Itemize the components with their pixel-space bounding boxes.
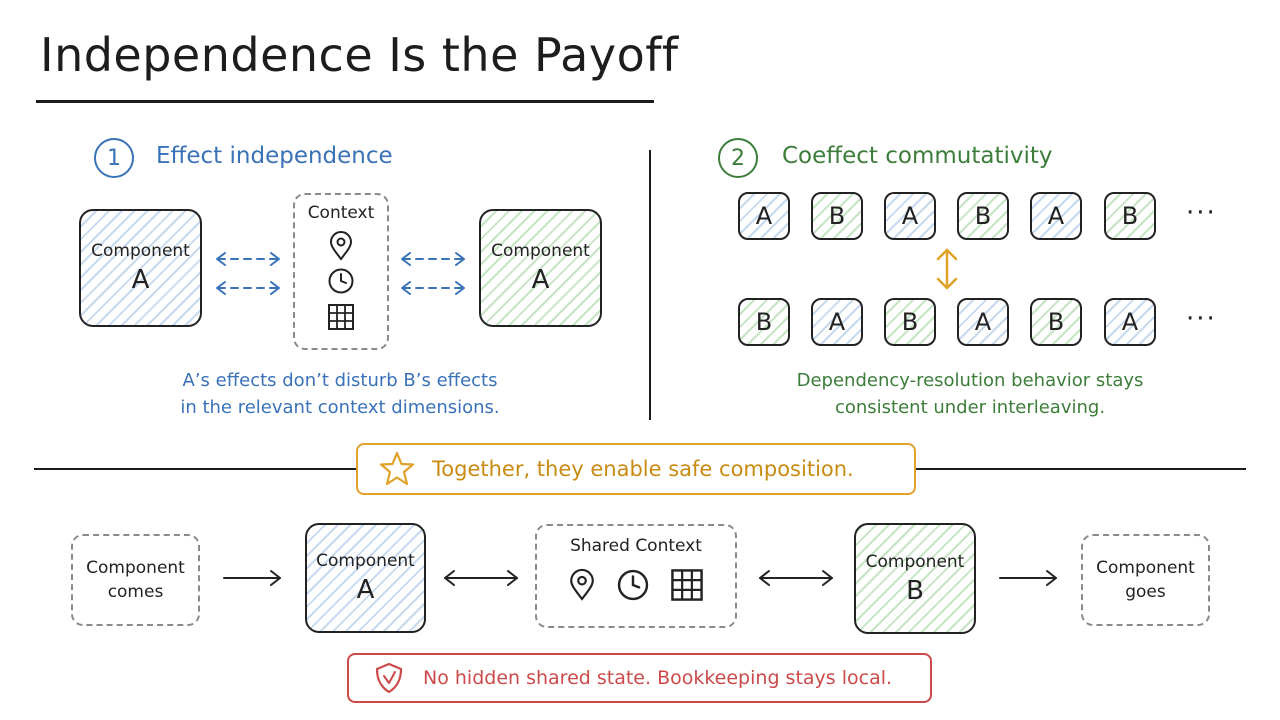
clock-icon xyxy=(617,569,649,601)
row1-tile: B xyxy=(1104,192,1156,240)
location-pin-icon xyxy=(329,231,353,261)
section1-left-component: Component A xyxy=(79,209,202,327)
row2-ellipsis: ··· xyxy=(1186,304,1217,334)
shared-context-box: Shared Context xyxy=(535,524,737,628)
row2-tile: A xyxy=(811,298,863,346)
row2-tile: B xyxy=(738,298,790,346)
component-goes-box: Component goes xyxy=(1081,534,1210,626)
swap-arrow-icon xyxy=(936,248,958,290)
location-pin-icon xyxy=(570,568,594,601)
footer-banner: No hidden shared state. Bookkeeping stay… xyxy=(347,653,932,703)
row2-tile: A xyxy=(957,298,1009,346)
section2-number-badge: 2 xyxy=(718,138,758,178)
component-label: Component xyxy=(491,241,590,261)
section1-left-arrows xyxy=(216,252,280,295)
footer-text: No hidden shared state. Bookkeeping stay… xyxy=(423,667,893,689)
arrow-b-to-goes xyxy=(999,570,1057,586)
section1-right-arrows xyxy=(401,252,465,295)
section2-number: 2 xyxy=(731,145,745,171)
row1-tile: A xyxy=(884,192,936,240)
grid-icon xyxy=(328,304,354,330)
section2-caption: Dependency-resolution behavior stays con… xyxy=(720,367,1220,421)
component-label: Component xyxy=(316,551,415,571)
section1-context-box: Context xyxy=(293,193,389,350)
section1-right-component: Component A xyxy=(479,209,602,327)
page-title: Independence Is the Payoff xyxy=(40,28,679,82)
row1-tile: B xyxy=(957,192,1009,240)
banner-rule-right xyxy=(914,468,1246,470)
component-label: Component xyxy=(865,551,965,572)
comes-line2: comes xyxy=(107,582,164,602)
component-letter: A xyxy=(131,265,150,295)
component-letter: A xyxy=(356,575,375,605)
section1-caption-line1: A’s effects don’t disturb B’s effects xyxy=(182,370,498,391)
section1-caption-line2: in the relevant context dimensions. xyxy=(180,397,500,418)
comes-line1: Component xyxy=(86,558,185,578)
component-letter: A xyxy=(531,265,550,295)
shield-icon xyxy=(375,662,403,694)
arrow-context-to-b xyxy=(759,570,833,586)
component-label: Component xyxy=(91,241,190,261)
row1-tile: A xyxy=(1030,192,1082,240)
arrow-a-to-context xyxy=(444,570,518,586)
goes-line2: goes xyxy=(1125,582,1166,602)
star-icon xyxy=(379,451,415,486)
component-comes-box: Component comes xyxy=(71,534,200,626)
banner-text: Together, they enable safe composition. xyxy=(432,457,854,481)
section1-caption: A’s effects don’t disturb B’s effects in… xyxy=(90,367,590,421)
context-label: Context xyxy=(307,203,375,223)
banner-rule-left xyxy=(34,468,358,470)
flow-component-a: Component A xyxy=(305,523,426,633)
row2-tile: A xyxy=(1104,298,1156,346)
component-letter: B xyxy=(906,575,924,606)
row2-tile: B xyxy=(1030,298,1082,346)
row1-tile: B xyxy=(811,192,863,240)
composition-banner: Together, they enable safe composition. xyxy=(356,443,916,495)
shared-context-label: Shared Context xyxy=(570,536,702,556)
section1-number: 1 xyxy=(107,145,121,171)
section2-caption-line2: consistent under interleaving. xyxy=(834,397,1106,418)
flow-component-b: Component B xyxy=(854,523,976,634)
section1-number-badge: 1 xyxy=(94,138,134,178)
row1-tile: A xyxy=(738,192,790,240)
section2-heading: Coeffect commutativity xyxy=(782,143,1053,169)
section1-heading: Effect independence xyxy=(156,143,393,169)
section-divider xyxy=(649,150,651,420)
row1-ellipsis: ··· xyxy=(1186,198,1217,228)
goes-line1: Component xyxy=(1096,558,1195,578)
grid-icon xyxy=(671,569,703,601)
row2-tile: B xyxy=(884,298,936,346)
section2-caption-line1: Dependency-resolution behavior stays xyxy=(796,370,1144,391)
title-underline xyxy=(36,100,654,103)
arrow-comes-to-a xyxy=(223,570,281,586)
clock-icon xyxy=(328,268,354,294)
